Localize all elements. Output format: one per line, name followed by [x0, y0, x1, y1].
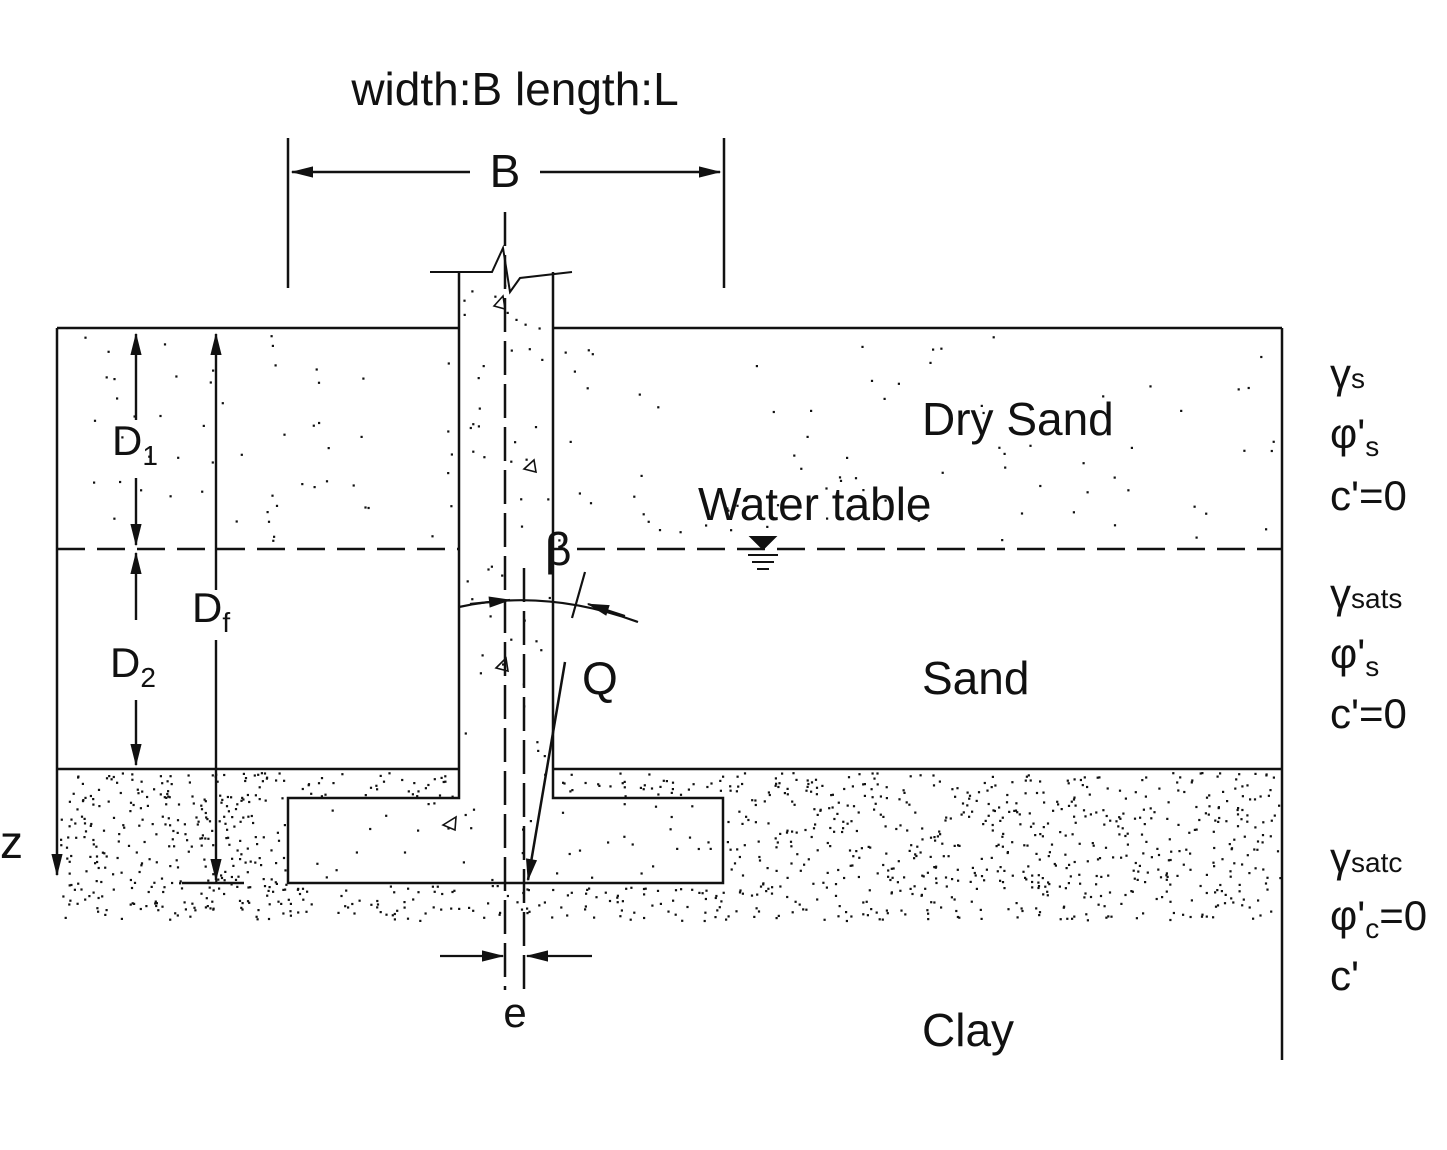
svg-text:φ's: φ's: [1330, 630, 1379, 682]
clay-properties: γsatc φ'c=0 c': [1330, 834, 1427, 999]
z-label: z: [0, 816, 23, 868]
layer-dry-sand: Dry Sand: [922, 393, 1114, 445]
load-label: Q: [582, 652, 618, 704]
load-arrow: [525, 661, 567, 882]
svg-text:γsats: γsats: [1330, 570, 1402, 617]
concrete-triangles: [441, 294, 537, 832]
sand-stipple: [84, 335, 1275, 542]
svg-text:φ's: φ's: [1330, 410, 1379, 462]
svg-text:γs: γs: [1330, 350, 1365, 397]
d1-label: D1: [112, 417, 158, 471]
depth-dimensions: [130, 332, 244, 885]
clay-stipple: [60, 772, 1282, 923]
eccentricity-label: e: [503, 989, 526, 1036]
layer-sand: Sand: [922, 652, 1029, 704]
d2-label: D2: [110, 639, 156, 693]
soil-outline: [55, 326, 1284, 1060]
diagram-title: width:B length:L: [350, 63, 678, 115]
svg-text:γsatc: γsatc: [1330, 834, 1402, 881]
width-dimension: [286, 138, 726, 288]
beta-label: β: [545, 523, 571, 575]
width-label: B: [490, 145, 521, 197]
angle-beta: [458, 571, 639, 624]
svg-text:c'=0: c'=0: [1330, 690, 1407, 737]
layer-water-table: Water table: [698, 478, 932, 530]
column-break-line: [430, 244, 573, 295]
svg-text:c'=0: c'=0: [1330, 472, 1407, 519]
water-table-icon: [748, 536, 778, 570]
svg-text:c': c': [1330, 952, 1359, 999]
dry-sand-properties: γs φ's c'=0: [1330, 350, 1407, 519]
svg-text:φ'c=0: φ'c=0: [1330, 892, 1427, 944]
sand-properties: γsats φ's c'=0: [1330, 570, 1407, 737]
layer-clay: Clay: [922, 1004, 1014, 1056]
df-label: Df: [192, 584, 230, 638]
soil-profile: [60, 335, 1282, 923]
